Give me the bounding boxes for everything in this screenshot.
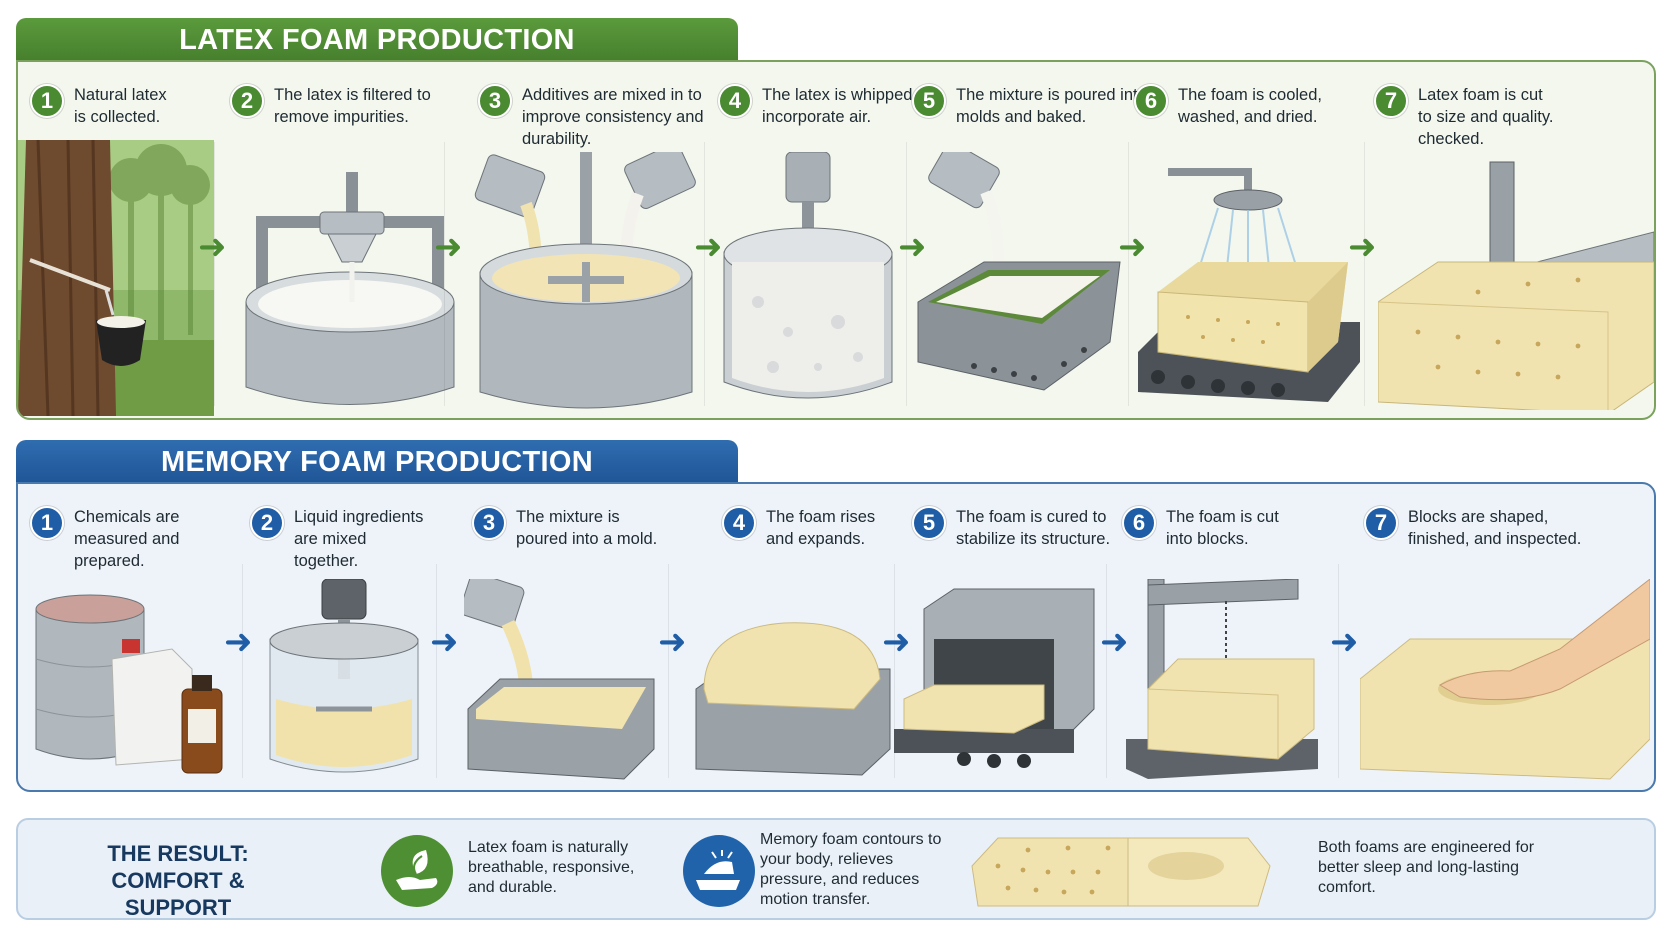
memory-step-5: 5 The foam is cured to stabilize its str… bbox=[912, 506, 1156, 550]
latex-step-1: 1 Natural latex is collected. bbox=[30, 84, 174, 128]
step-number: 2 bbox=[250, 506, 284, 540]
right-arrow-icon: ➜ bbox=[694, 228, 723, 266]
chemical-containers-illustration bbox=[35, 594, 223, 774]
right-arrow-icon: ➜ bbox=[882, 623, 911, 661]
memory-step-2: 2 Liquid ingredients are mixed together. bbox=[250, 506, 434, 572]
latex-step-2: 2 The latex is filtered to remove impuri… bbox=[230, 84, 474, 128]
step-number: 7 bbox=[1364, 506, 1398, 540]
leaf-hand-icon bbox=[381, 835, 453, 907]
mold-pour-illustration bbox=[917, 152, 1121, 391]
step-text: The foam is cooled, washed, and dried. bbox=[1178, 86, 1322, 126]
memory-step-3: 3 The mixture is poured into a mold. bbox=[472, 506, 666, 550]
curing-oven-illustration bbox=[894, 588, 1095, 768]
step-text: Chemicals are measured and prepared. bbox=[74, 508, 180, 570]
latex-step-3: 3 Additives are mixed in to improve cons… bbox=[478, 84, 722, 150]
step-number: 7 bbox=[1374, 84, 1408, 118]
right-arrow-icon: ➜ bbox=[1348, 228, 1377, 266]
result-bar: THE RESULT: COMFORT & SUPPORT Latex foam… bbox=[16, 818, 1656, 920]
step-text: Blocks are shaped, finished, and inspect… bbox=[1408, 508, 1582, 548]
rising-foam-illustration bbox=[695, 622, 891, 776]
right-arrow-icon: ➜ bbox=[1118, 228, 1147, 266]
step-text: The mixture is poured into molds and bak… bbox=[956, 86, 1147, 126]
memory-panel: 1 Chemicals are measured and prepared. ➜… bbox=[16, 482, 1656, 792]
divider bbox=[242, 564, 243, 778]
right-arrow-icon: ➜ bbox=[1100, 623, 1129, 661]
step-text: The foam is cured to stabilize its struc… bbox=[956, 508, 1111, 548]
filter-tank-illustration bbox=[245, 172, 455, 405]
divider bbox=[1106, 564, 1107, 778]
step-text: The latex is whipped to incorporate air. bbox=[762, 86, 931, 126]
divider bbox=[906, 142, 907, 406]
right-arrow-icon: ➜ bbox=[434, 228, 463, 266]
divider bbox=[1364, 142, 1365, 406]
memory-step-1: 1 Chemicals are measured and prepared. bbox=[30, 506, 244, 572]
step-text: Additives are mixed in to improve consis… bbox=[522, 86, 704, 148]
pour-mold-illustration bbox=[464, 579, 655, 780]
right-arrow-icon: ➜ bbox=[430, 623, 459, 661]
right-arrow-icon: ➜ bbox=[224, 623, 253, 661]
latex-section: LATEX FOAM PRODUCTION 1 Natural latex is… bbox=[16, 18, 1656, 420]
step-text: The foam is cut into blocks. bbox=[1166, 508, 1279, 548]
right-arrow-icon: ➜ bbox=[1330, 623, 1359, 661]
memory-section: MEMORY FOAM PRODUCTION 1 Chemicals are m… bbox=[16, 440, 1656, 792]
rubber-tree-illustration bbox=[18, 140, 214, 416]
both-result-text: Both foams are engineered for better sle… bbox=[1318, 839, 1535, 896]
right-arrow-icon: ➜ bbox=[198, 228, 227, 266]
result-title: THE RESULT: COMFORT & SUPPORT bbox=[58, 840, 298, 921]
divider bbox=[1338, 564, 1339, 778]
divider bbox=[894, 564, 895, 778]
latex-step-5: 5 The mixture is poured into molds and b… bbox=[912, 84, 1156, 128]
memory-result-text: Memory foam contours to your body, relie… bbox=[760, 831, 942, 908]
memory-step-7: 7 Blocks are shaped, finished, and inspe… bbox=[1364, 506, 1608, 550]
divider bbox=[1128, 142, 1129, 406]
hand-press-foam-illustration bbox=[1360, 579, 1650, 780]
divider bbox=[444, 142, 445, 406]
mixer-tank-illustration bbox=[269, 579, 419, 773]
wash-conveyor-illustration bbox=[1138, 168, 1360, 402]
divider bbox=[436, 564, 437, 778]
divider bbox=[704, 142, 705, 406]
step-number: 3 bbox=[478, 84, 512, 118]
step-number: 6 bbox=[1122, 506, 1156, 540]
step-number: 4 bbox=[722, 506, 756, 540]
step-text: Natural latex is collected. bbox=[74, 86, 167, 126]
step-text: Liquid ingredients are mixed together. bbox=[294, 508, 424, 570]
step-text: The foam rises and expands. bbox=[766, 508, 876, 548]
step-text: The latex is filtered to remove impuriti… bbox=[274, 86, 431, 126]
step-number: 6 bbox=[1134, 84, 1168, 118]
step-number: 1 bbox=[30, 506, 64, 540]
cut-block-illustration bbox=[1378, 161, 1654, 410]
latex-result-text: Latex foam is naturally breathable, resp… bbox=[468, 839, 635, 896]
step-number: 2 bbox=[230, 84, 264, 118]
latex-step-7: 7 Latex foam is cut to size and quality.… bbox=[1374, 84, 1558, 150]
right-arrow-icon: ➜ bbox=[658, 623, 687, 661]
mixing-tank-illustration bbox=[474, 152, 696, 409]
latex-step-6: 6 The foam is cooled, washed, and dried. bbox=[1134, 84, 1378, 128]
memory-step-4: 4 The foam rises and expands. bbox=[722, 506, 906, 550]
result-title-line2: COMFORT & SUPPORT bbox=[111, 868, 245, 920]
step-number: 3 bbox=[472, 506, 506, 540]
block-cutter-illustration bbox=[1126, 579, 1318, 779]
step-number: 5 bbox=[912, 84, 946, 118]
result-title-line1: THE RESULT: bbox=[107, 841, 249, 866]
divider bbox=[214, 142, 215, 406]
whisk-mixer-illustration bbox=[723, 152, 893, 399]
memory-section-title: MEMORY FOAM PRODUCTION bbox=[16, 440, 738, 484]
latex-step-4: 4 The latex is whipped to incorporate ai… bbox=[718, 84, 962, 128]
right-arrow-icon: ➜ bbox=[898, 228, 927, 266]
divider bbox=[668, 564, 669, 778]
latex-panel: 1 Natural latex is collected. ➜ 2 The la… bbox=[16, 60, 1656, 420]
step-text: The mixture is poured into a mold. bbox=[516, 508, 658, 548]
foam-comparison-illustration bbox=[971, 837, 1271, 907]
step-number: 4 bbox=[718, 84, 752, 118]
latex-section-title: LATEX FOAM PRODUCTION bbox=[16, 18, 738, 62]
step-text: Latex foam is cut to size and quality. c… bbox=[1418, 86, 1554, 148]
step-number: 1 bbox=[30, 84, 64, 118]
step-number: 5 bbox=[912, 506, 946, 540]
memory-step-6: 6 The foam is cut into blocks. bbox=[1122, 506, 1306, 550]
hand-press-icon bbox=[683, 835, 755, 907]
